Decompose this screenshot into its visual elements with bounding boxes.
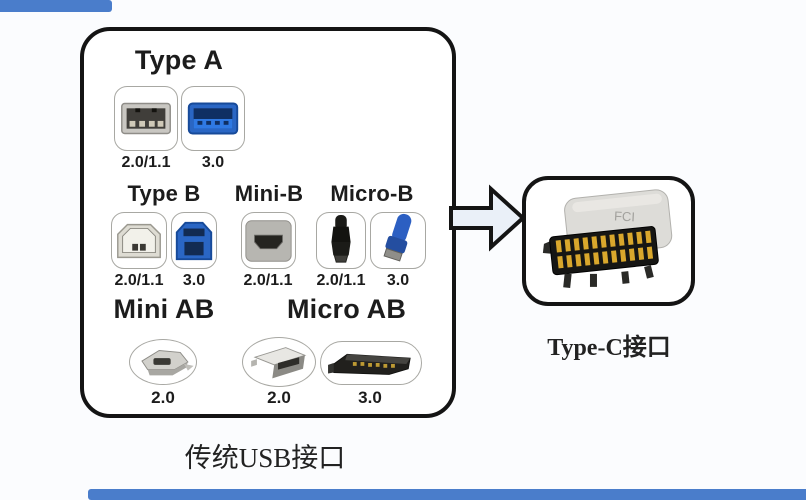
micro-b-30-version-label: 3.0 [386,272,410,289]
group-title-mini-b: Mini-B [234,181,304,206]
mini-b-20-photo [245,220,292,262]
micro-ab-30-tile [320,341,422,385]
mini-ab-20-version-label: 2.0 [151,388,175,407]
usb-a-30-tile [181,86,245,151]
group-title-type-b: Type B [127,181,201,206]
traditional-usb-caption: 传统USB接口 [184,443,346,473]
bottom-accent-bar [88,489,806,500]
micro-b-20-photo [331,215,351,263]
micro-ab-20-tile [242,337,316,387]
group-title-micro-ab: Micro AB [286,294,407,324]
micro-ab-20-version-label: 2.0 [267,388,291,407]
micro-b-30-tile [370,212,426,269]
type-c-caption: Type-C接口 [547,335,671,361]
mini-b-20-tile [241,212,296,269]
usb-b-30-version-label: 3.0 [182,272,206,289]
usb-b-20-photo [117,223,161,259]
top-accent-bar [0,0,112,12]
micro-b-30-photo [383,213,412,262]
usb-a-30-photo [187,102,239,135]
mini-b-20-version-label: 2.0/1.1 [243,272,293,289]
group-title-mini-ab: Mini AB [113,294,215,324]
connector-marking-text: FCI [613,208,635,224]
group-title-micro-b: Micro-B [330,181,414,206]
micro-b-20-tile [316,212,366,269]
micro-b-20-version-label: 2.0/1.1 [316,272,366,289]
group-title-type-a: Type A [134,45,224,75]
micro-ab-30-photo [328,353,411,375]
micro-ab-20-photo [251,347,307,379]
right-arrow-icon [449,184,526,252]
usb-a-20-tile [114,86,178,151]
type-c-connector-photo: FCI [542,189,672,288]
usb-b-30-tile [171,212,217,269]
traditional-usb-box: Type A 2.0/1 [80,27,456,418]
usb-b-30-photo [175,221,213,261]
mini-ab-20-photo [141,350,194,376]
usb-a-30-version-label: 3.0 [201,154,225,171]
usb-b-20-tile [111,212,167,269]
mini-ab-20-tile [129,339,197,385]
usb-b-20-version-label: 2.0/1.1 [114,272,164,289]
micro-ab-30-version-label: 3.0 [358,388,382,407]
usb-a-20-photo [121,102,171,135]
type-c-box: FCI [522,176,695,306]
usb-a-20-version-label: 2.0/1.1 [121,154,171,171]
